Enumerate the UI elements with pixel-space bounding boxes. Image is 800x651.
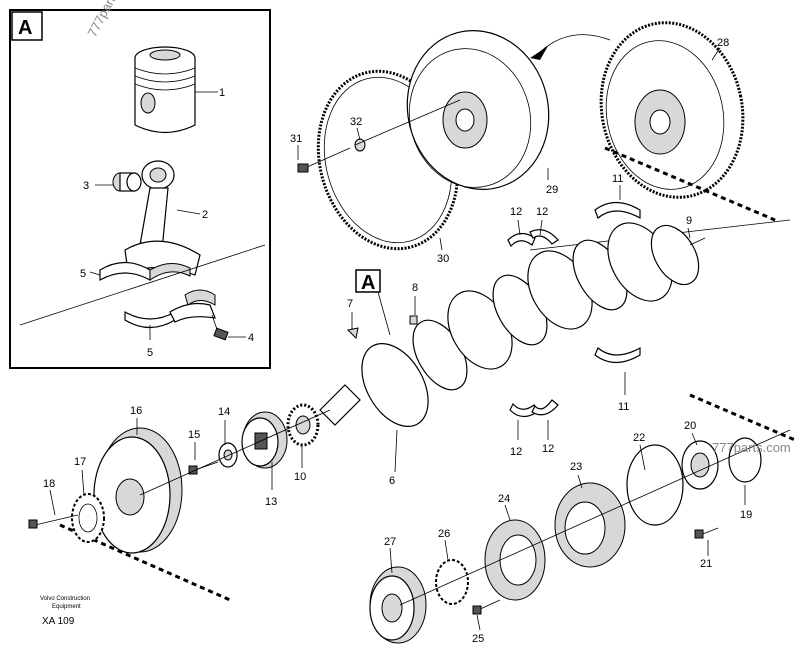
callout-21: 21 <box>700 558 712 570</box>
callout-12-b: 12 <box>536 206 548 218</box>
callout-23: 23 <box>570 461 582 473</box>
callout-26: 26 <box>438 528 450 540</box>
rod-bolt-drawing <box>211 314 229 341</box>
callout-3: 3 <box>83 180 89 192</box>
piston-drawing <box>134 46 196 134</box>
callout-20: 20 <box>684 420 696 432</box>
thrust-washer-upper-drawing <box>507 229 559 248</box>
callout-17: 17 <box>74 456 86 468</box>
detail-letter: A <box>18 17 32 39</box>
callout-27: 27 <box>384 536 396 548</box>
callout-12-a: 12 <box>510 206 522 218</box>
callout-4: 4 <box>248 332 254 344</box>
callout-2: 2 <box>202 209 208 221</box>
vibration-damper-drawing <box>93 427 183 554</box>
callout-15: 15 <box>188 429 200 441</box>
bearing-shell-upper-drawing <box>99 261 191 282</box>
callout-1: 1 <box>219 87 225 99</box>
front-pulley-drawing <box>369 566 427 644</box>
callout-14: 14 <box>218 406 230 418</box>
flywheel-drawing <box>406 30 550 190</box>
piston-pin-drawing <box>112 172 142 192</box>
rear-seal-drawing <box>681 440 719 490</box>
callout-18: 18 <box>43 478 55 490</box>
watermark-right: 777parts.com <box>712 440 791 455</box>
damper-bolt-drawing <box>28 514 79 529</box>
callout-7: 7 <box>347 298 353 310</box>
callout-5-lower: 5 <box>147 347 153 359</box>
callout-24: 24 <box>498 493 510 505</box>
washer-drawing <box>354 138 366 152</box>
seal-housing-drawing <box>554 482 626 568</box>
callout-29: 29 <box>546 184 558 196</box>
detail-panel-a: A <box>9 9 271 369</box>
callout-11-upper: 11 <box>612 173 623 185</box>
callout-5-upper: 5 <box>80 268 86 280</box>
hub-bolt-drawing <box>188 461 219 475</box>
cover-plate-drawing <box>484 519 546 601</box>
hub-washer-drawing <box>218 442 238 468</box>
callout-13: 13 <box>265 496 277 508</box>
crankshaft-drawing <box>319 222 706 428</box>
crank-gear-drawing <box>286 403 320 447</box>
main-bearing-lower-drawing <box>594 346 641 364</box>
footer-code: XA 109 <box>42 616 75 627</box>
flywheel-bolt-drawing <box>297 147 351 173</box>
watermark-top: 777parts.com <box>84 0 134 39</box>
callout-28: 28 <box>717 37 729 49</box>
main-bearing-upper-drawing <box>594 201 641 220</box>
callout-6: 6 <box>389 475 395 487</box>
callout-16: 16 <box>130 405 142 417</box>
callout-8: 8 <box>412 282 418 294</box>
crank-hub-drawing <box>241 411 288 469</box>
pin-drawing <box>409 315 418 325</box>
flywheel-installed-drawing <box>599 21 745 199</box>
callout-31: 31 <box>290 133 302 145</box>
callout-19: 19 <box>740 509 752 521</box>
callout-12-d: 12 <box>542 443 554 455</box>
callout-25: 25 <box>472 633 484 645</box>
seal-o-ring-drawing <box>728 437 762 483</box>
detail-marker-a: A <box>361 272 375 294</box>
housing-bolt-drawing <box>694 527 719 539</box>
callout-10: 10 <box>294 471 306 483</box>
callout-11-lower: 11 <box>618 401 629 413</box>
callout-32: 32 <box>350 116 362 128</box>
key-drawing <box>346 327 359 340</box>
bearing-shell-lower-drawing <box>124 289 216 329</box>
footer-brand-line1: Volvo Construction <box>40 596 90 602</box>
callout-22: 22 <box>633 432 645 444</box>
thrust-washer-lower-drawing <box>509 399 559 418</box>
cover-bolt-drawing <box>472 599 501 615</box>
callout-12-c: 12 <box>510 446 522 458</box>
footer-brand-line2: Equipment <box>52 604 81 610</box>
callout-30: 30 <box>437 253 449 265</box>
o-ring-drawing <box>626 444 684 526</box>
spacer-ring-drawing <box>71 493 105 543</box>
callout-9: 9 <box>686 215 692 227</box>
